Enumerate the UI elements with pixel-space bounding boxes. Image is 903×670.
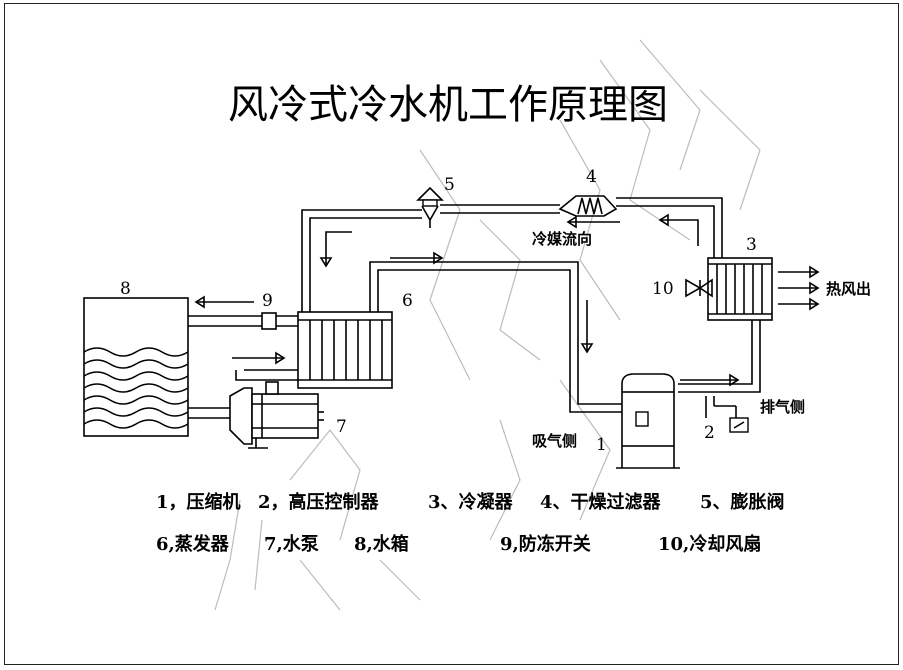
label-number-3: 3 — [746, 235, 757, 255]
legend-item: 8,水箱 — [354, 533, 409, 555]
legend-item: 1，压缩机 — [156, 491, 241, 513]
label-number-8: 8 — [120, 279, 131, 299]
label-number-6: 6 — [402, 291, 413, 311]
condenser — [707, 257, 773, 321]
water-waves — [83, 347, 189, 429]
arrow-left-tank — [194, 295, 254, 309]
evaporator — [297, 311, 393, 389]
diagram-frame — [4, 3, 899, 665]
legend-item: 5、膨胀阀 — [700, 491, 785, 513]
arrow-down-suction — [580, 300, 594, 354]
arrow-left-top — [566, 215, 620, 229]
label-discharge-side: 排气侧 — [760, 398, 805, 416]
antifreeze-switch — [261, 312, 277, 330]
hot-air-arrow-3 — [778, 297, 820, 311]
arrow-right-return — [232, 351, 286, 365]
water-pump — [229, 381, 324, 449]
cooling-fan — [685, 278, 713, 298]
high-pressure-controller — [714, 405, 749, 433]
label-number-10: 10 — [652, 279, 674, 299]
legend: 1，压缩机 2，高压控制器 3、冷凝器 4、干燥过滤器 5、膨胀阀 6,蒸发器 … — [156, 491, 785, 555]
label-number-7: 7 — [336, 417, 347, 437]
flow-arrows — [194, 213, 820, 387]
expansion-valve — [416, 186, 444, 228]
label-number-9: 9 — [262, 291, 273, 311]
legend-item: 4、干燥过滤器 — [540, 491, 662, 513]
legend-item: 9,防冻开关 — [500, 533, 591, 555]
legend-item: 10,冷却风扇 — [658, 533, 761, 555]
label-number-5: 5 — [444, 175, 455, 195]
refrigerant-piping — [188, 197, 761, 419]
legend-item: 7,水泵 — [264, 533, 319, 555]
arrow-up-condenser — [658, 213, 699, 246]
legend-item: 6,蒸发器 — [156, 533, 230, 555]
watermark — [214, 39, 761, 611]
label-number-1: 1 — [596, 435, 607, 455]
label-suction-side: 吸气侧 — [532, 432, 577, 450]
arrow-right-discharge — [680, 373, 740, 387]
label-hot-air-out: 热风出 — [826, 280, 871, 298]
legend-item: 2，高压控制器 — [258, 491, 380, 513]
water-tank — [83, 297, 189, 437]
hot-air-arrow-1 — [778, 265, 820, 279]
arrow-right-suction-top — [390, 251, 444, 265]
compressor — [616, 373, 680, 469]
legend-item: 3、冷凝器 — [428, 491, 514, 513]
label-number-4: 4 — [586, 167, 597, 187]
dryer-filter — [558, 195, 618, 217]
label-number-2: 2 — [704, 423, 715, 443]
hot-air-arrow-2 — [778, 281, 820, 295]
arrow-down-left-pipe — [319, 231, 352, 268]
label-refrigerant-flow: 冷媒流向 — [532, 230, 592, 248]
diagram-title: 风冷式冷水机工作原理图 — [228, 82, 668, 128]
